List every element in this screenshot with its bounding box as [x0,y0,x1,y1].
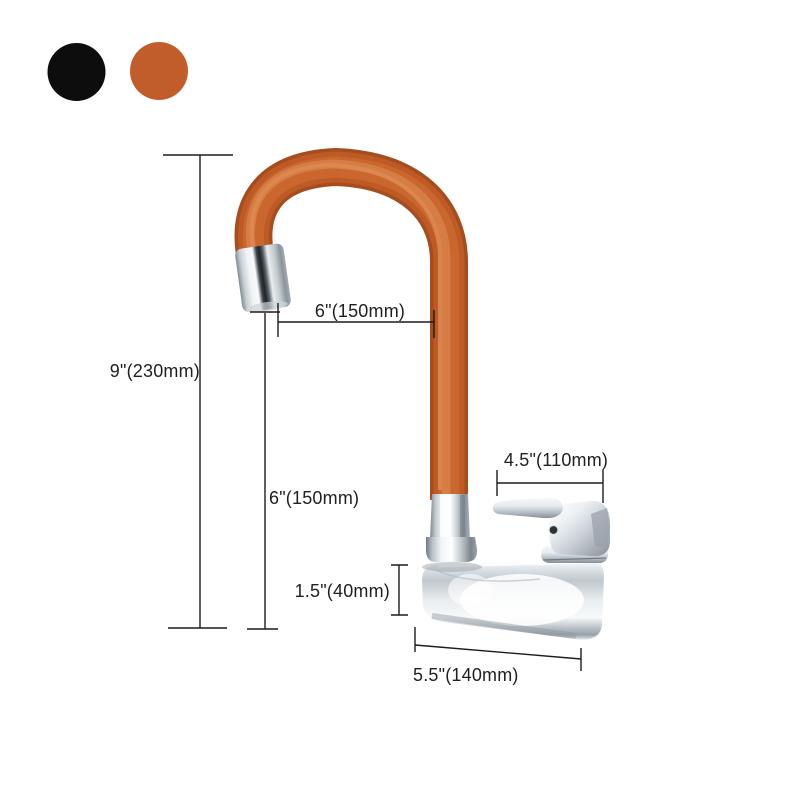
dim-spout-height [247,311,280,630]
handle-lever [492,497,563,519]
handle-indicator-dot [548,524,559,536]
base-contour [435,569,541,582]
dim-label-overall-height: 9"(230mm) [109,361,200,381]
nozzle [235,243,291,313]
base-reflection-small [448,574,492,606]
dim-label-base-height: 1.5"(40mm) [294,581,390,601]
dim-label-spout-reach: 6"(150mm) [314,301,406,321]
gooseneck-tube-body [238,151,465,500]
dimension-line [414,644,582,660]
connector-shade [460,495,465,538]
dim-label-handle-span: 4.5"(110mm) [503,450,609,470]
connector-highlight [440,495,447,538]
swatch-orange[interactable] [130,42,188,100]
dimension-lines [163,154,604,671]
flange-shadow [422,562,482,572]
base-bottom-shade [431,613,577,639]
dim-base-height [391,564,408,616]
dim-label-base-width: 5.5"(140mm) [413,665,519,685]
connector-flange [426,537,478,563]
dim-spout-reach [277,303,435,338]
dim-handle-span [496,470,604,503]
dim-label-spout-height: 6"(150mm) [269,488,360,508]
handle-back-facet [591,508,610,547]
dim-overall-height [163,154,233,629]
nozzle-cylinder [235,243,291,313]
dim-base-width [414,627,582,671]
swatch-black[interactable] [47,43,106,101]
handle-collar-seam [542,557,607,561]
faucet-illustration [234,147,610,640]
color-swatches [47,42,188,101]
gooseneck-tube-sheen [249,162,442,490]
